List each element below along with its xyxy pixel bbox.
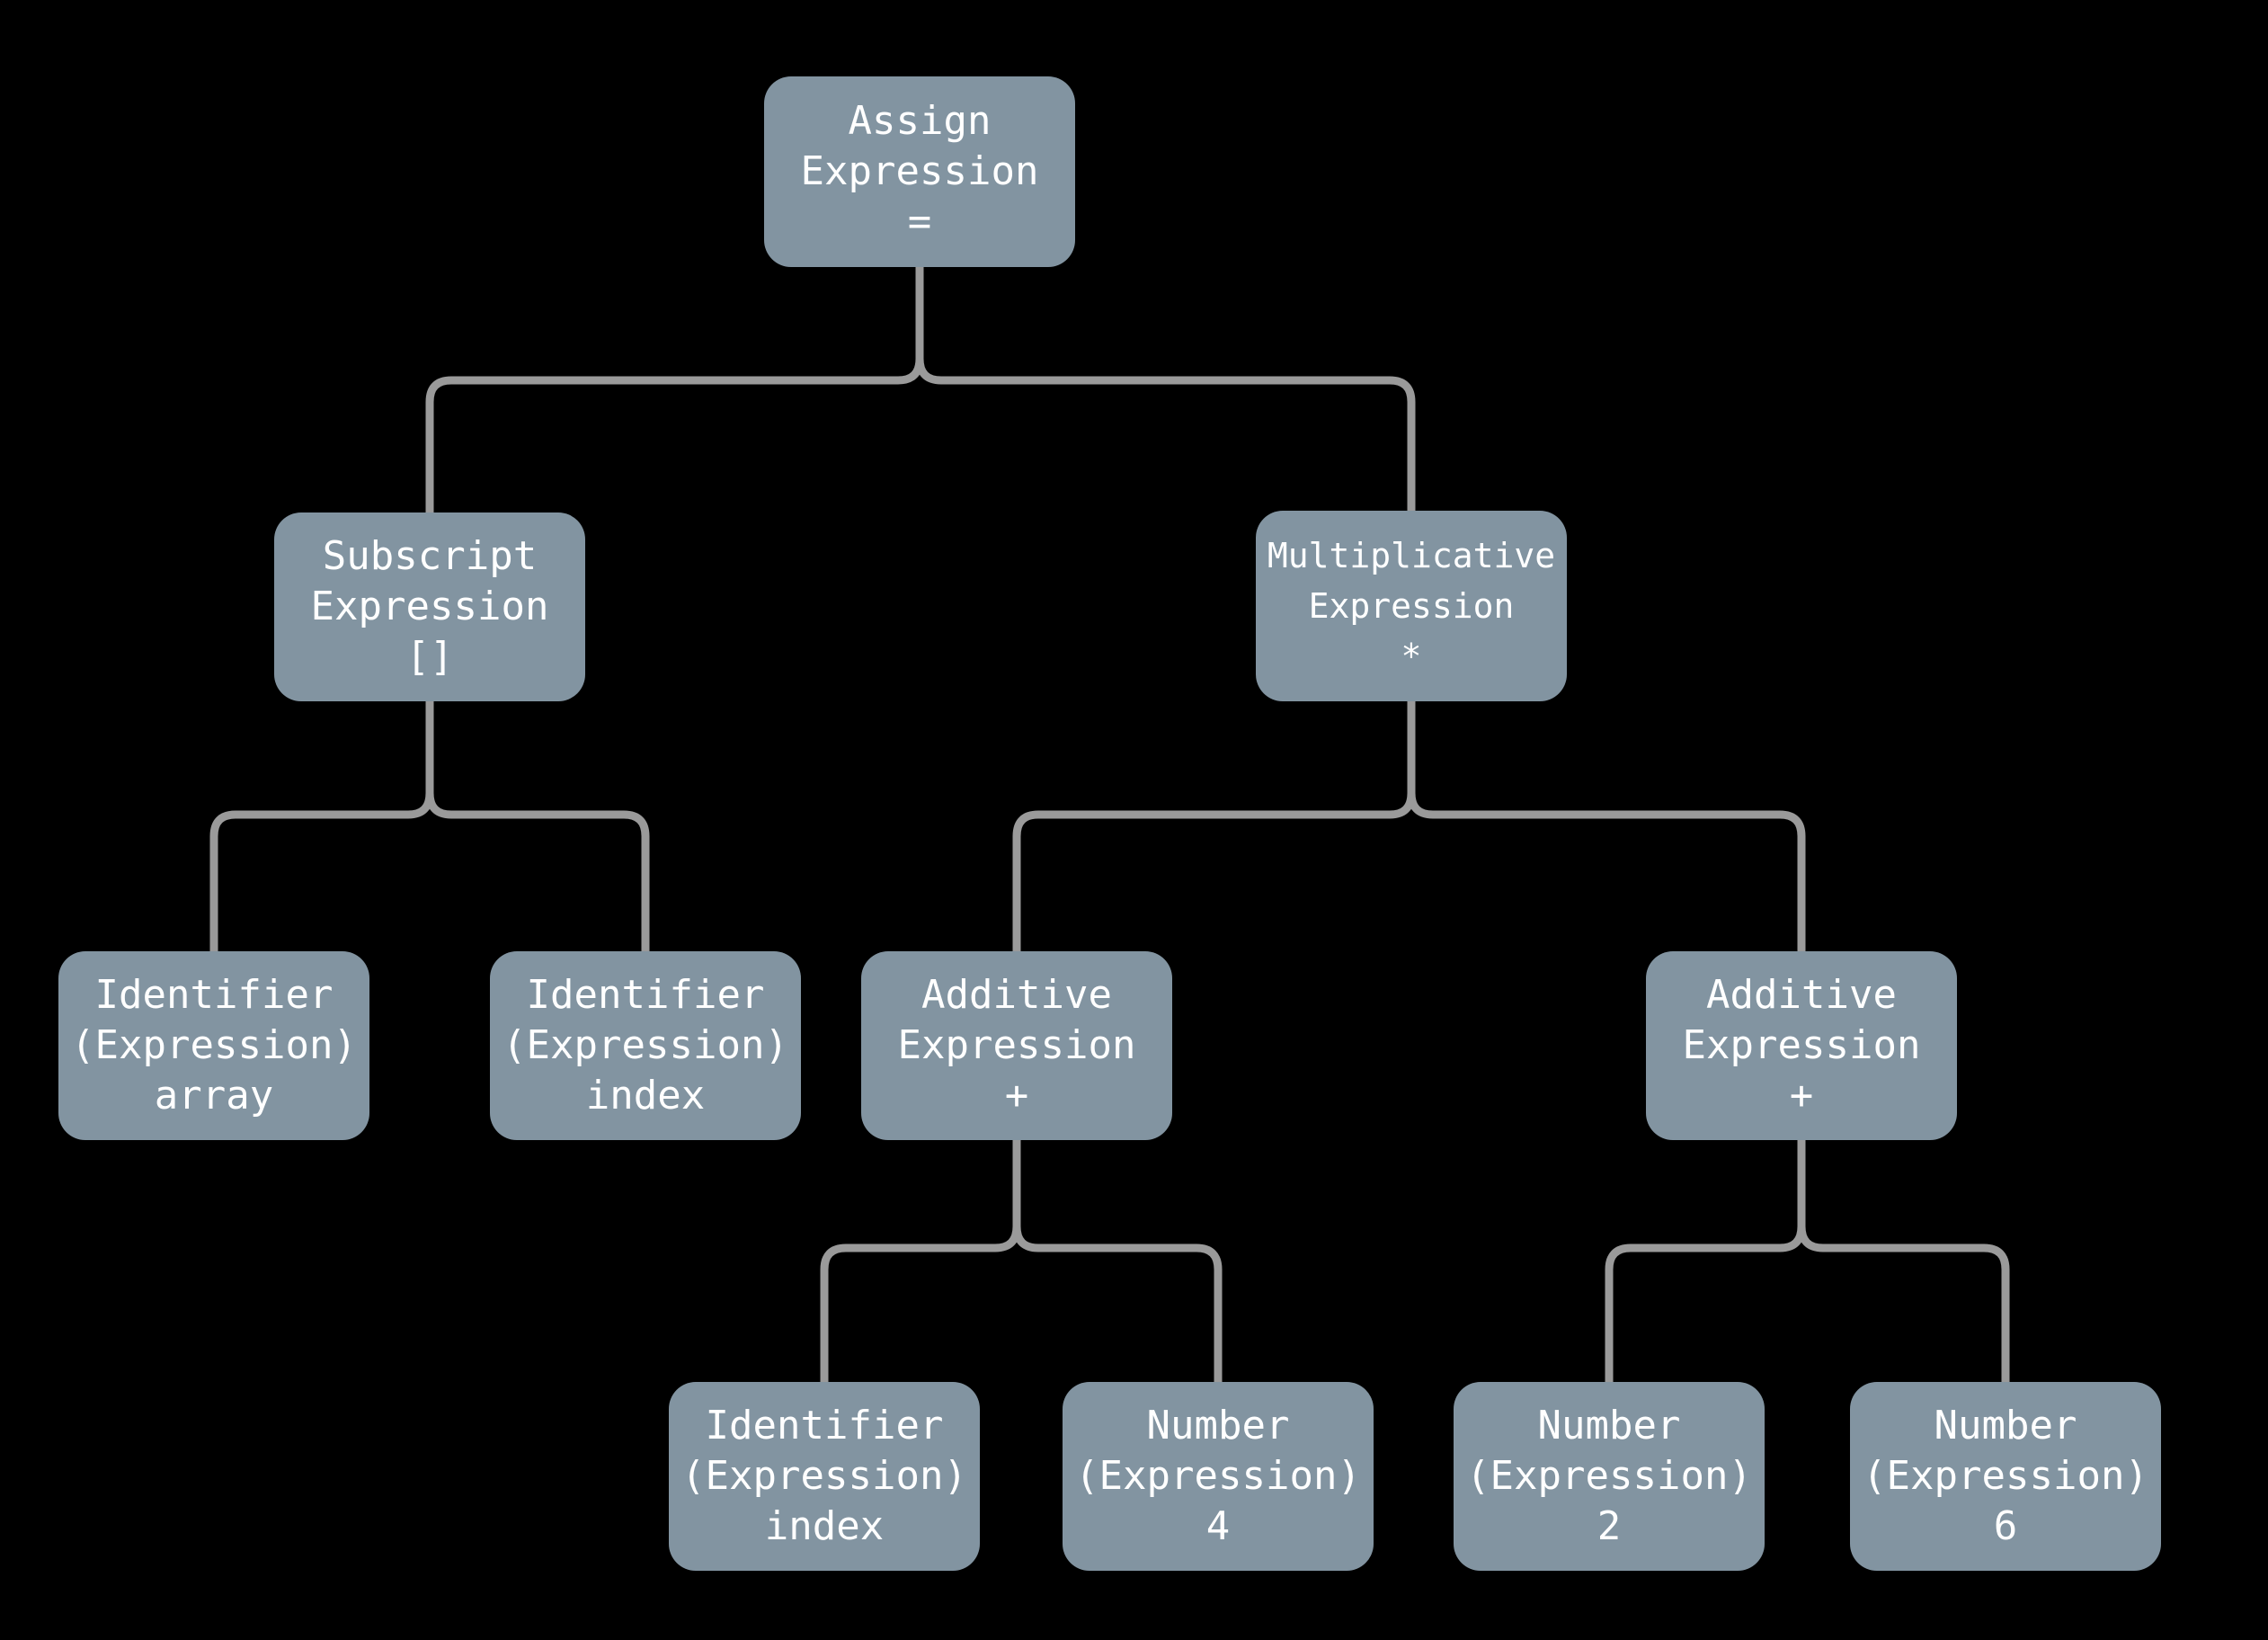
node-label-line: (Expression) <box>1075 1453 1361 1499</box>
connector-edge <box>425 267 924 512</box>
tree-node-identifier-array: Identifier (Expression) array <box>58 951 369 1140</box>
node-label-line: Expression <box>1682 1022 1921 1068</box>
node-label-line: Identifier <box>526 972 765 1018</box>
tree-node-additive-expression-right: Additive Expression + <box>1646 951 1957 1140</box>
node-label-line: + <box>1789 1073 1814 1119</box>
node-label-line: (Expression) <box>1466 1453 1752 1499</box>
node-label-line: Multiplicative <box>1267 536 1556 575</box>
node-label-line: Expression <box>800 148 1039 194</box>
node-label-line: (Expression) <box>1863 1453 2148 1499</box>
node-label-line: Assign <box>848 98 992 144</box>
node-label-line: 4 <box>1205 1503 1231 1549</box>
node-label-line: index <box>585 1073 706 1119</box>
connector-edge <box>1797 1140 2010 1382</box>
node-label-line: Number <box>1934 1403 2077 1448</box>
node-label-line: Expression <box>1308 586 1515 626</box>
tree-node-subscript-expression: Subscript Expression [] <box>274 512 585 701</box>
tree-node-number-2: Number (Expression) 2 <box>1454 1382 1765 1571</box>
node-label-line: index <box>764 1503 885 1549</box>
node-label-line: Expression <box>897 1022 1136 1068</box>
node-label-line: Number <box>1146 1403 1290 1448</box>
tree-node-assign-expression: Assign Expression = <box>764 76 1075 267</box>
node-label-line: = <box>907 199 932 245</box>
connector-edge <box>820 1140 1021 1382</box>
node-label-line: + <box>1004 1073 1029 1119</box>
node-label-line: (Expression) <box>503 1022 788 1068</box>
connector-edge <box>915 267 1416 511</box>
tree-node-number-6: Number (Expression) 6 <box>1850 1382 2161 1571</box>
node-label-line: (Expression) <box>71 1022 357 1068</box>
node-label-line: [] <box>405 634 454 680</box>
node-label-line: Subscript <box>322 533 538 579</box>
connector-edge <box>1407 701 1806 951</box>
tree-node-identifier-index: Identifier (Expression) index <box>490 951 801 1140</box>
node-label-line: * <box>1401 637 1422 676</box>
node-label-line: Expression <box>310 584 549 629</box>
node-label-line: Number <box>1537 1403 1681 1448</box>
node-label-line: Identifier <box>705 1403 944 1448</box>
connector-edge <box>425 701 650 951</box>
node-label-line: 2 <box>1596 1503 1622 1549</box>
node-label-line: Additive <box>921 972 1112 1018</box>
tree-node-multiplicative-expression: Multiplicative Expression * <box>1256 511 1567 701</box>
connector-edge <box>1012 1140 1223 1382</box>
node-label-line: Identifier <box>94 972 334 1018</box>
node-label-line: Additive <box>1706 972 1897 1018</box>
connector-edge <box>1605 1140 1806 1382</box>
tree-node-identifier-index-leaf: Identifier (Expression) index <box>669 1382 980 1571</box>
node-label-line: (Expression) <box>681 1453 967 1499</box>
tree-node-number-4: Number (Expression) 4 <box>1063 1382 1374 1571</box>
node-label-line: array <box>154 1073 274 1119</box>
tree-node-additive-expression-left: Additive Expression + <box>861 951 1172 1140</box>
connector-edge <box>1012 701 1416 951</box>
node-label-line: 6 <box>1993 1503 2018 1549</box>
connector-edge <box>209 701 434 951</box>
